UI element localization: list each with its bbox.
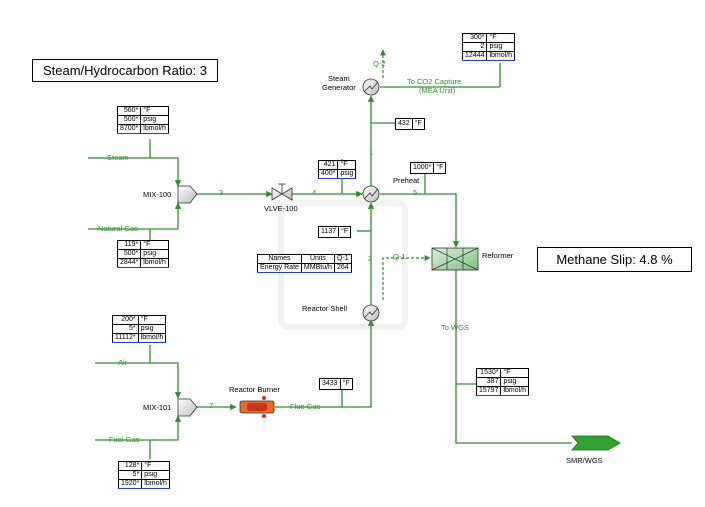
steam-generator-label: Steam Generator xyxy=(322,74,356,93)
natural-gas-stream-label: Natural Gas xyxy=(98,224,139,233)
smr-wgs-label: SMR/WGS xyxy=(566,456,603,465)
valve-label: VLVE-100 xyxy=(264,204,298,213)
steam-hydrocarbon-ratio-label: Steam/Hydrocarbon Ratio: 3 xyxy=(32,59,218,82)
mea-unit-label: (MEA Unit) xyxy=(419,86,456,95)
air-stream-label: Air xyxy=(118,358,128,367)
flue-gas-stream-label: Flue Gas xyxy=(290,402,321,411)
mix100-symbol xyxy=(177,185,198,204)
stream-7-label: 7 xyxy=(209,401,214,410)
mix100-label: MIX-100 xyxy=(143,190,172,199)
stream-3-label: 3 xyxy=(219,188,224,197)
preheat-label: Preheat xyxy=(393,176,420,185)
steam-stream-label: Steam xyxy=(107,153,129,162)
stream-5-label: 5 xyxy=(413,188,418,197)
methane-slip-label: Methane Slip: 4.8 % xyxy=(537,247,692,272)
stream-2-temperature: 1137°F xyxy=(318,226,352,238)
stream-5-temperature: 1000*°F xyxy=(410,162,447,174)
mix101-label: MIX-101 xyxy=(143,403,172,412)
stream-1-label: 1 xyxy=(369,148,374,157)
reactor-burner-label: Reactor Burner xyxy=(229,385,280,394)
natural-gas-conditions-table: 119*°F 500*psig 2844*lbmol/h xyxy=(116,240,169,268)
stream-1-temperature: 432°F xyxy=(395,118,425,130)
fuel-gas-stream-label: Fuel Gas xyxy=(109,435,140,444)
reformer-label: Reformer xyxy=(482,251,514,260)
stream-2-label: 2 xyxy=(368,254,373,263)
flue-gas-temperature: 3433°F xyxy=(319,378,353,390)
steam-conditions-table: 560*°F 500*psig 8700*lbmol/h xyxy=(116,106,169,134)
to-co2-capture-label: To CO2 Capture xyxy=(407,77,462,86)
reactor-shell-label: Reactor Shell xyxy=(302,304,348,313)
stream-4-label: 4 xyxy=(312,188,317,197)
fuel-gas-conditions-table: 128*°F 5*psig 1920*lbmol/h xyxy=(117,461,170,489)
stream-4-conditions-table: 421°F 400*psig xyxy=(317,160,357,179)
q2-energy-label: Q-2 xyxy=(373,59,386,68)
to-wgs-stream-label: To WGS xyxy=(441,323,469,332)
air-conditions-table: 200*°F 5*psig 11112*lbmol/h xyxy=(112,315,167,343)
q1-energy-label: Q-1 xyxy=(393,252,406,261)
